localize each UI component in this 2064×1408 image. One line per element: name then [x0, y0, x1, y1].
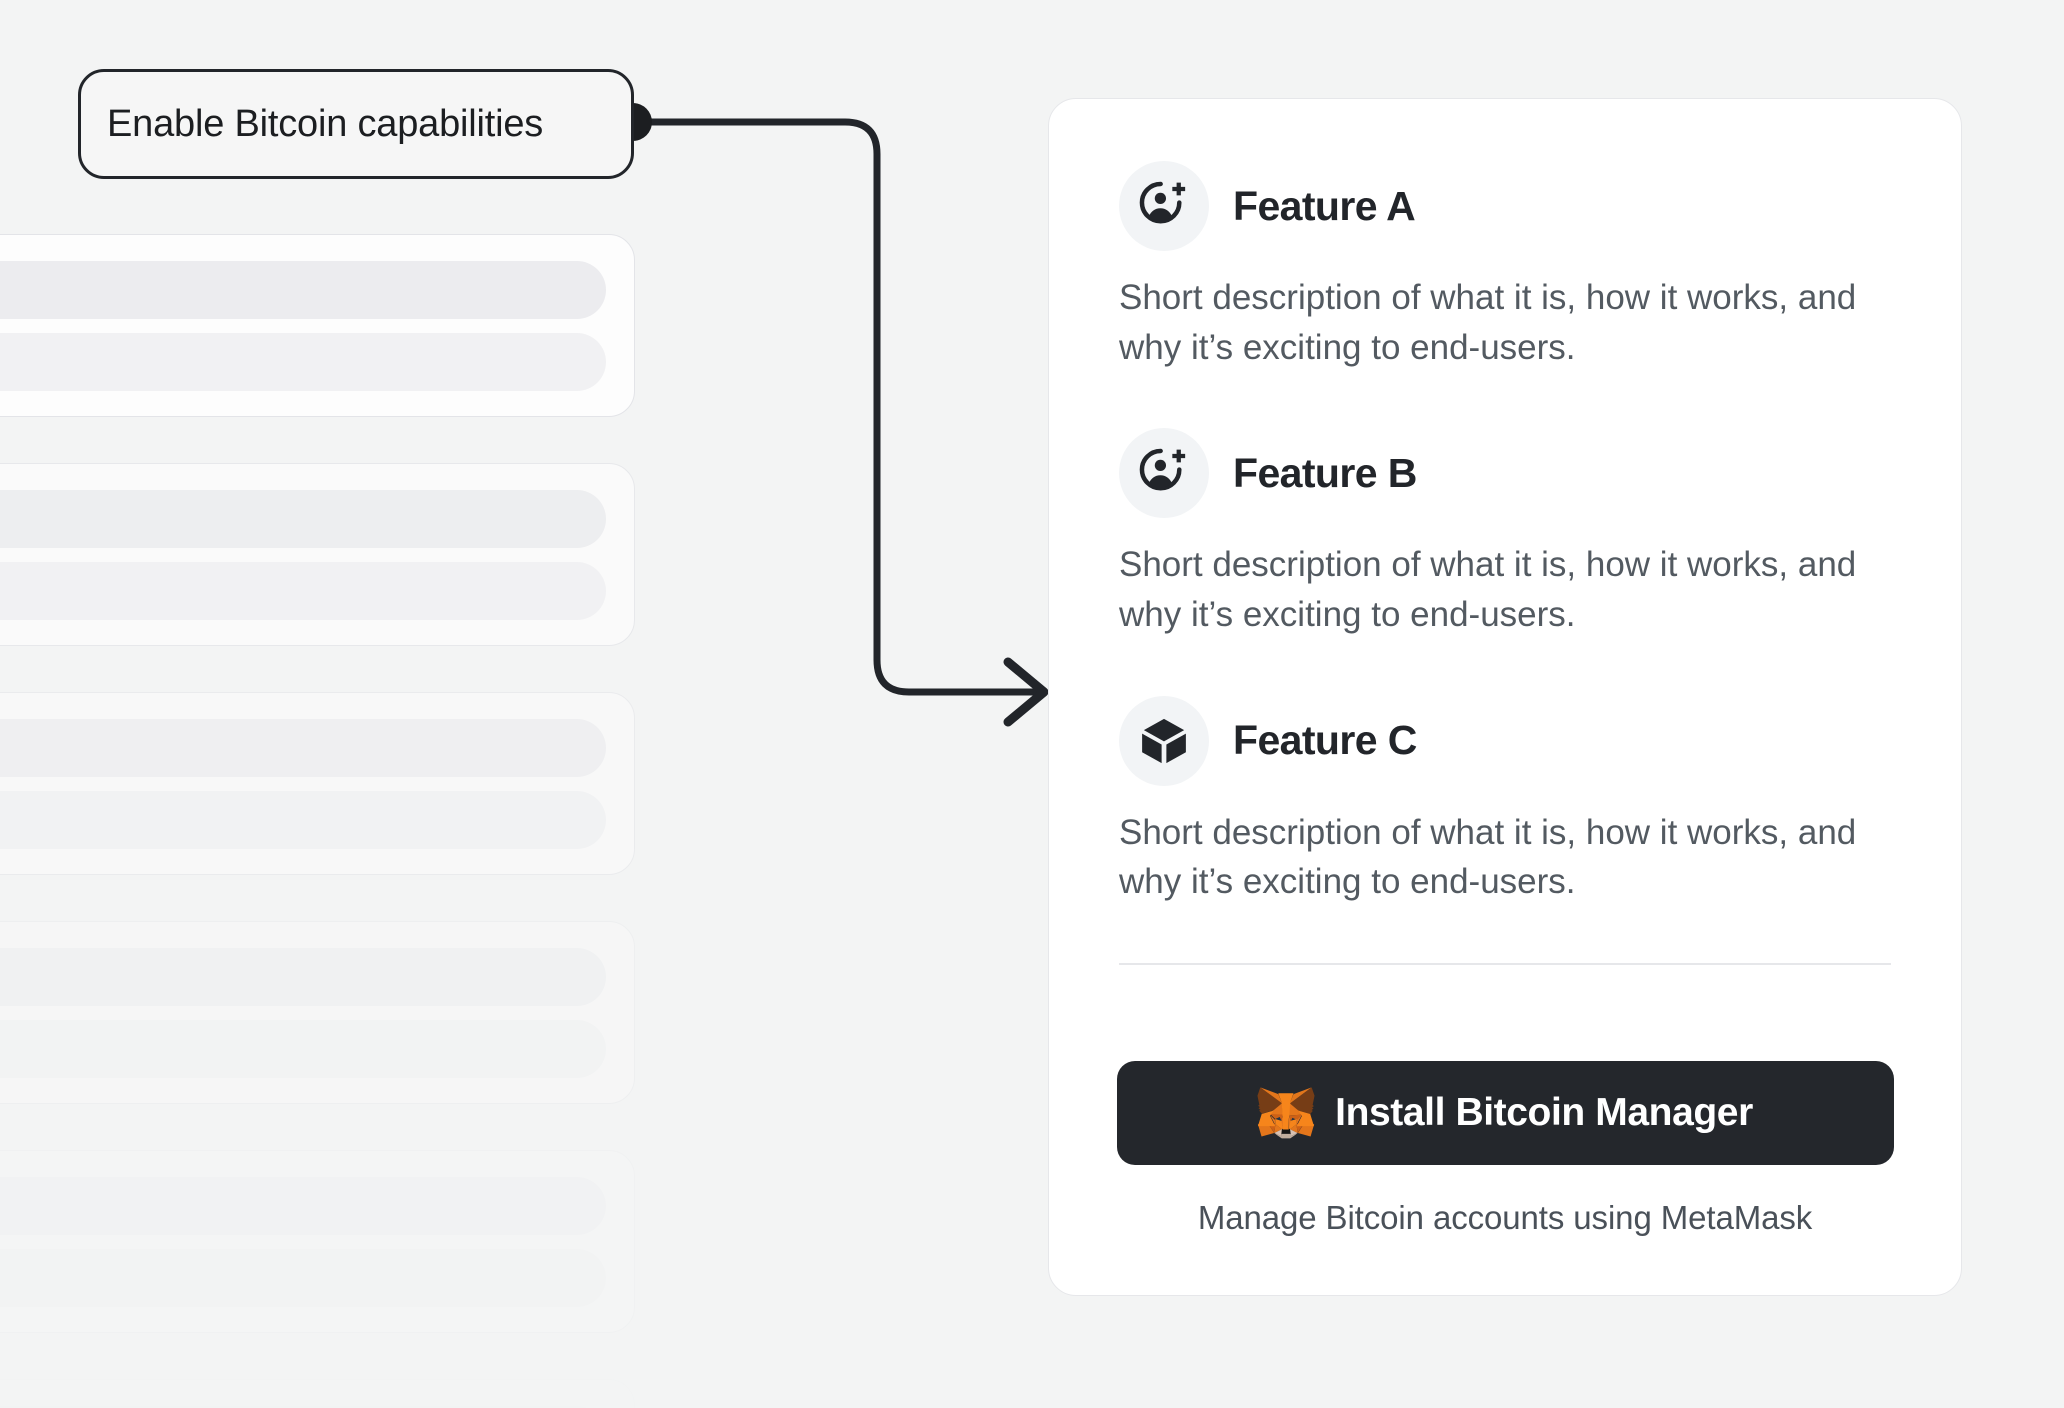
feature-title: Feature A [1233, 182, 1416, 229]
card-divider [1119, 963, 1891, 965]
skeleton-card [0, 1150, 635, 1333]
feature-description: Short description of what it is, how it … [1119, 278, 1857, 367]
feature-description: Short description of what it is, how it … [1119, 812, 1857, 902]
skeleton-bar [0, 1249, 606, 1307]
feature-card: Feature A Short description of what it i… [1048, 98, 1962, 1296]
metamask-fox-icon [1257, 1086, 1315, 1140]
feature-item-b: Feature B Short description of what it i… [1119, 428, 1891, 639]
connector-path [633, 118, 1040, 696]
skeleton-card [0, 921, 635, 1104]
features-list: Feature A Short description of what it i… [1049, 99, 1961, 1001]
skeleton-card [0, 234, 635, 417]
feature-title: Feature B [1233, 449, 1417, 496]
skeleton-placeholder-stack [0, 234, 635, 1408]
cube-icon [1119, 695, 1209, 786]
feature-item-a: Feature A Short description of what it i… [1119, 161, 1891, 372]
install-caption: Manage Bitcoin accounts using MetaMask [1197, 1199, 1813, 1236]
install-button-label: Install Bitcoin Manager [1335, 1091, 1753, 1134]
skeleton-bar [0, 1020, 606, 1078]
callout-pill-label: Enable Bitcoin capabilities [107, 102, 544, 145]
skeleton-bar [0, 1406, 606, 1408]
add-user-icon [1119, 161, 1209, 251]
skeleton-bar [0, 261, 606, 319]
feature-item-c: Feature C Short description of what it i… [1119, 695, 1891, 907]
skeleton-bar [0, 333, 606, 391]
skeleton-bar [0, 562, 606, 620]
skeleton-card [0, 463, 635, 646]
skeleton-bar [0, 948, 606, 1006]
feature-title: Feature C [1233, 717, 1417, 764]
feature-header: Feature C [1119, 695, 1891, 786]
feature-header: Feature B [1119, 428, 1891, 519]
feature-header: Feature A [1119, 161, 1891, 251]
install-section: Install Bitcoin Manager Manage Bitcoin a… [1049, 1001, 1961, 1295]
skeleton-card [0, 1379, 635, 1408]
skeleton-bar [0, 1177, 606, 1235]
add-user-icon [1119, 428, 1209, 519]
skeleton-card [0, 692, 635, 875]
skeleton-bar [0, 791, 606, 849]
callout-pill[interactable]: Enable Bitcoin capabilities [78, 69, 634, 179]
install-bitcoin-manager-button[interactable]: Install Bitcoin Manager [1116, 1061, 1894, 1165]
arrow-right-icon [1003, 657, 1049, 727]
skeleton-bar [0, 719, 606, 777]
skeleton-bar [0, 490, 606, 548]
feature-description: Short description of what it is, how it … [1119, 545, 1857, 635]
